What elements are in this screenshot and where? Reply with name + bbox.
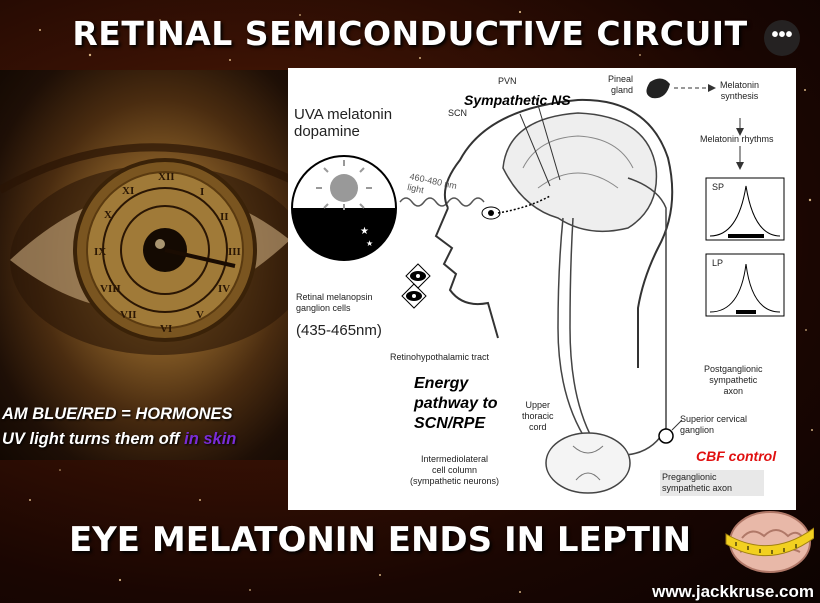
svg-text:IX: IX bbox=[94, 246, 106, 258]
bottom-title: EYE MELATONIN ENDS IN LEPTIN bbox=[68, 520, 692, 560]
eye-caption-line2: UV light turns them off in skin bbox=[2, 430, 236, 449]
wavelength-range: (435-465nm) bbox=[296, 322, 382, 339]
svg-text:V: V bbox=[196, 309, 204, 321]
svg-text:★: ★ bbox=[366, 239, 373, 248]
svg-text:III: III bbox=[228, 246, 241, 258]
sp-label: SP bbox=[712, 182, 725, 192]
svg-text:IV: IV bbox=[218, 283, 230, 295]
svg-text:VI: VI bbox=[160, 323, 172, 335]
svg-text:VIII: VIII bbox=[100, 283, 121, 295]
diagram-drawing: ★ ★ bbox=[291, 78, 785, 496]
svg-text:★: ★ bbox=[360, 226, 369, 237]
footer-website-url[interactable]: www.jackkruse.com bbox=[652, 582, 814, 601]
day-night-icon: ★ ★ bbox=[291, 155, 397, 261]
svg-text:XI: XI bbox=[122, 185, 134, 197]
svg-text:I: I bbox=[200, 186, 204, 198]
svg-text:VII: VII bbox=[120, 309, 137, 321]
rht-label: Retinohypothalamic tract bbox=[390, 352, 490, 362]
eye-caption-highlight: in skin bbox=[184, 430, 237, 448]
eye-caption-line1: AM BLUE/RED = HORMONES bbox=[2, 405, 233, 423]
pvn-label: PVN bbox=[498, 76, 517, 86]
more-options-button[interactable]: ••• bbox=[764, 20, 800, 56]
lp-label: LP bbox=[712, 258, 724, 268]
cbf-control-label: CBF control bbox=[696, 448, 777, 464]
eye-caption-main: UV light turns them off bbox=[2, 430, 185, 448]
scn-label: SCN bbox=[448, 108, 468, 118]
melatonin-pathway-diagram: ★ ★ bbox=[288, 68, 796, 510]
sympathetic-ns-label: Sympathetic NS bbox=[464, 92, 571, 108]
page-title: RETINAL SEMICONDUCTIVE CIRCUIT bbox=[72, 14, 748, 53]
svg-text:XII: XII bbox=[158, 171, 175, 183]
melatonin-rhythms-label: Melatonin rhythms bbox=[700, 134, 774, 144]
svg-text:X: X bbox=[104, 209, 112, 221]
svg-text:II: II bbox=[220, 211, 229, 223]
brain-tape-logo bbox=[725, 511, 814, 573]
